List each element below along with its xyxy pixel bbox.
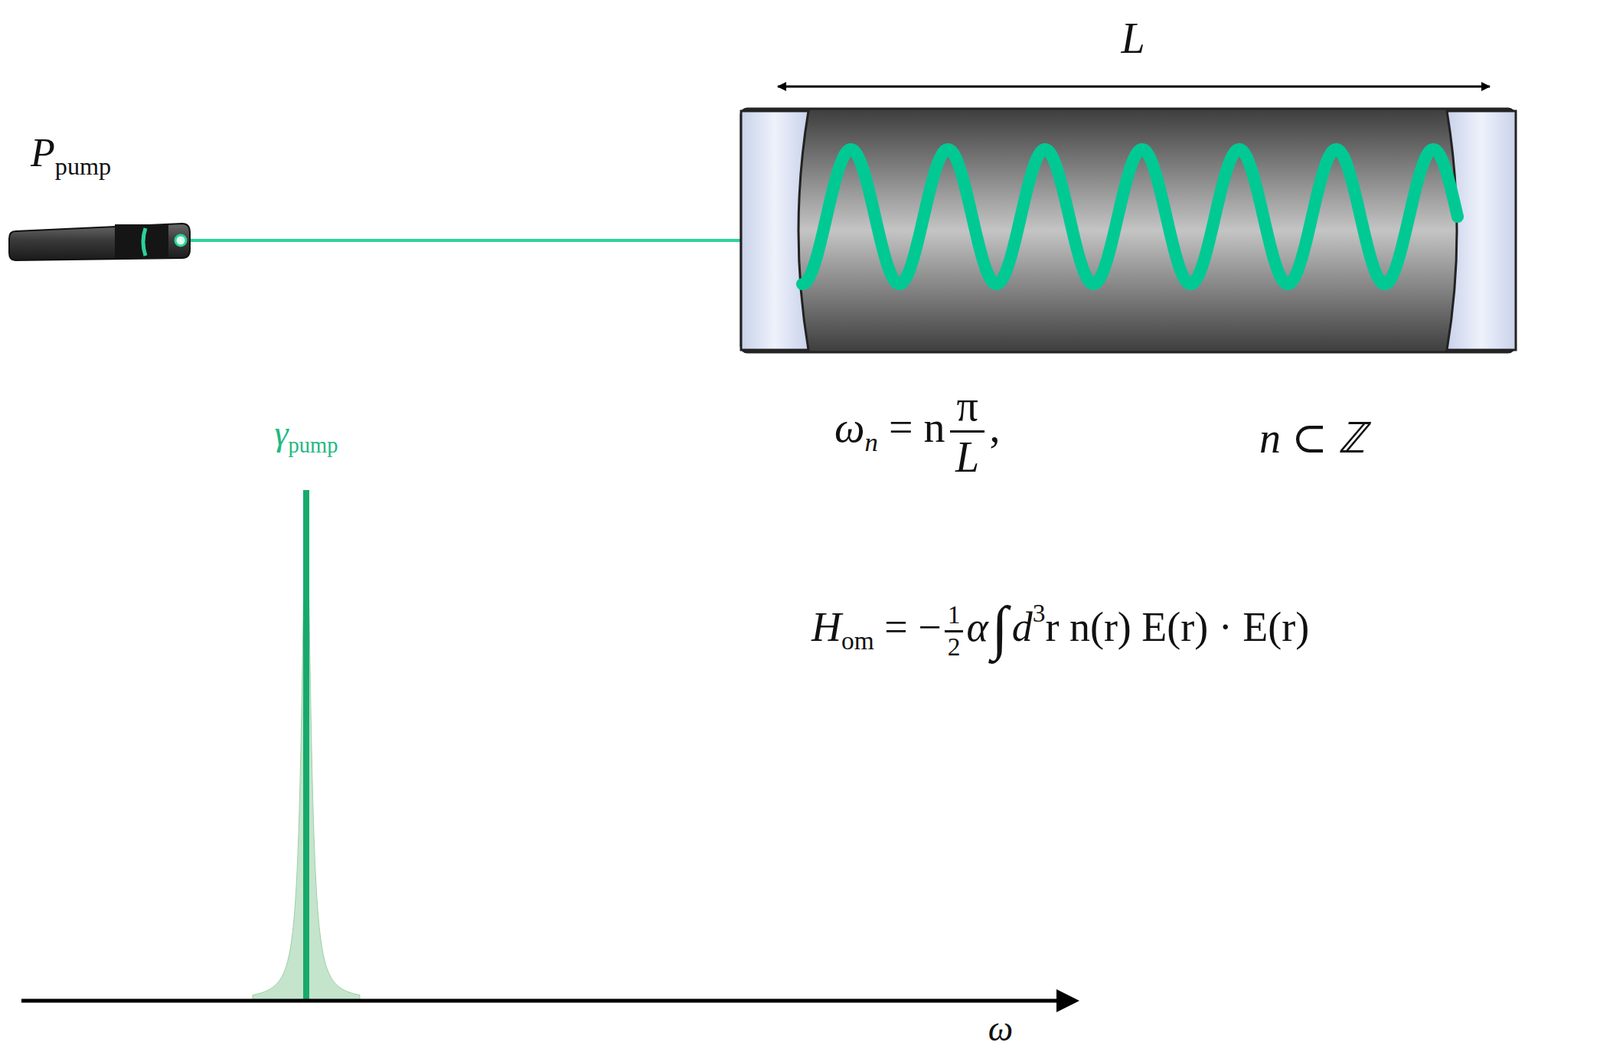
integer-set: n ⊂ ℤ xyxy=(1259,414,1365,462)
denominator: 2 xyxy=(944,632,964,663)
numerator: 1 xyxy=(944,600,964,633)
pump-power-label: Ppump xyxy=(30,130,112,181)
optical-cavity xyxy=(741,108,1516,353)
frequency-axis xyxy=(21,999,1061,1003)
hamiltonian-symbol: H xyxy=(811,604,842,650)
axis-arrowhead xyxy=(1056,989,1080,1013)
omega-symbol: ω xyxy=(988,1008,1013,1049)
dimension-arrow xyxy=(777,85,1490,89)
subscript: om xyxy=(841,626,875,655)
axis-label: ω xyxy=(988,1008,1013,1050)
laser-beam xyxy=(183,238,742,242)
subscript: n xyxy=(865,427,879,458)
dimension-label: L xyxy=(1120,13,1145,63)
hamiltonian-formula: Hom = −12α∫d3r n(r) E(r) · E(r) xyxy=(811,593,1310,663)
right-mirror xyxy=(1446,111,1516,350)
standing-wave xyxy=(802,149,1458,285)
omega-symbol: ω xyxy=(834,403,866,451)
fraction: πL xyxy=(950,381,985,483)
equation-text: = − xyxy=(884,604,941,650)
subscript: pump xyxy=(55,152,112,180)
power-symbol: P xyxy=(30,130,56,175)
numerator: π xyxy=(950,381,985,433)
fraction: 12 xyxy=(944,600,964,662)
laser-pointer xyxy=(9,223,190,261)
integrand: r n(r) E(r) · E(r) xyxy=(1044,604,1310,650)
integral-sign: ∫ xyxy=(992,594,1009,661)
pump-line xyxy=(303,489,310,1000)
denominator: L xyxy=(950,432,985,482)
mode-frequency-formula: ωn = nπL, xyxy=(834,381,1001,483)
gamma-symbol: γ xyxy=(274,413,288,453)
equation-text: = n xyxy=(888,403,946,451)
linewidth-label: γpump xyxy=(274,413,338,459)
differential: d xyxy=(1012,604,1033,650)
left-mirror xyxy=(741,111,809,350)
subscript: pump xyxy=(288,433,339,458)
integer-condition: n ⊂ ℤ xyxy=(1259,413,1365,463)
length-symbol: L xyxy=(1120,14,1145,63)
superscript: 3 xyxy=(1032,598,1046,627)
alpha-symbol: α xyxy=(966,604,989,650)
comma: , xyxy=(989,403,1001,451)
